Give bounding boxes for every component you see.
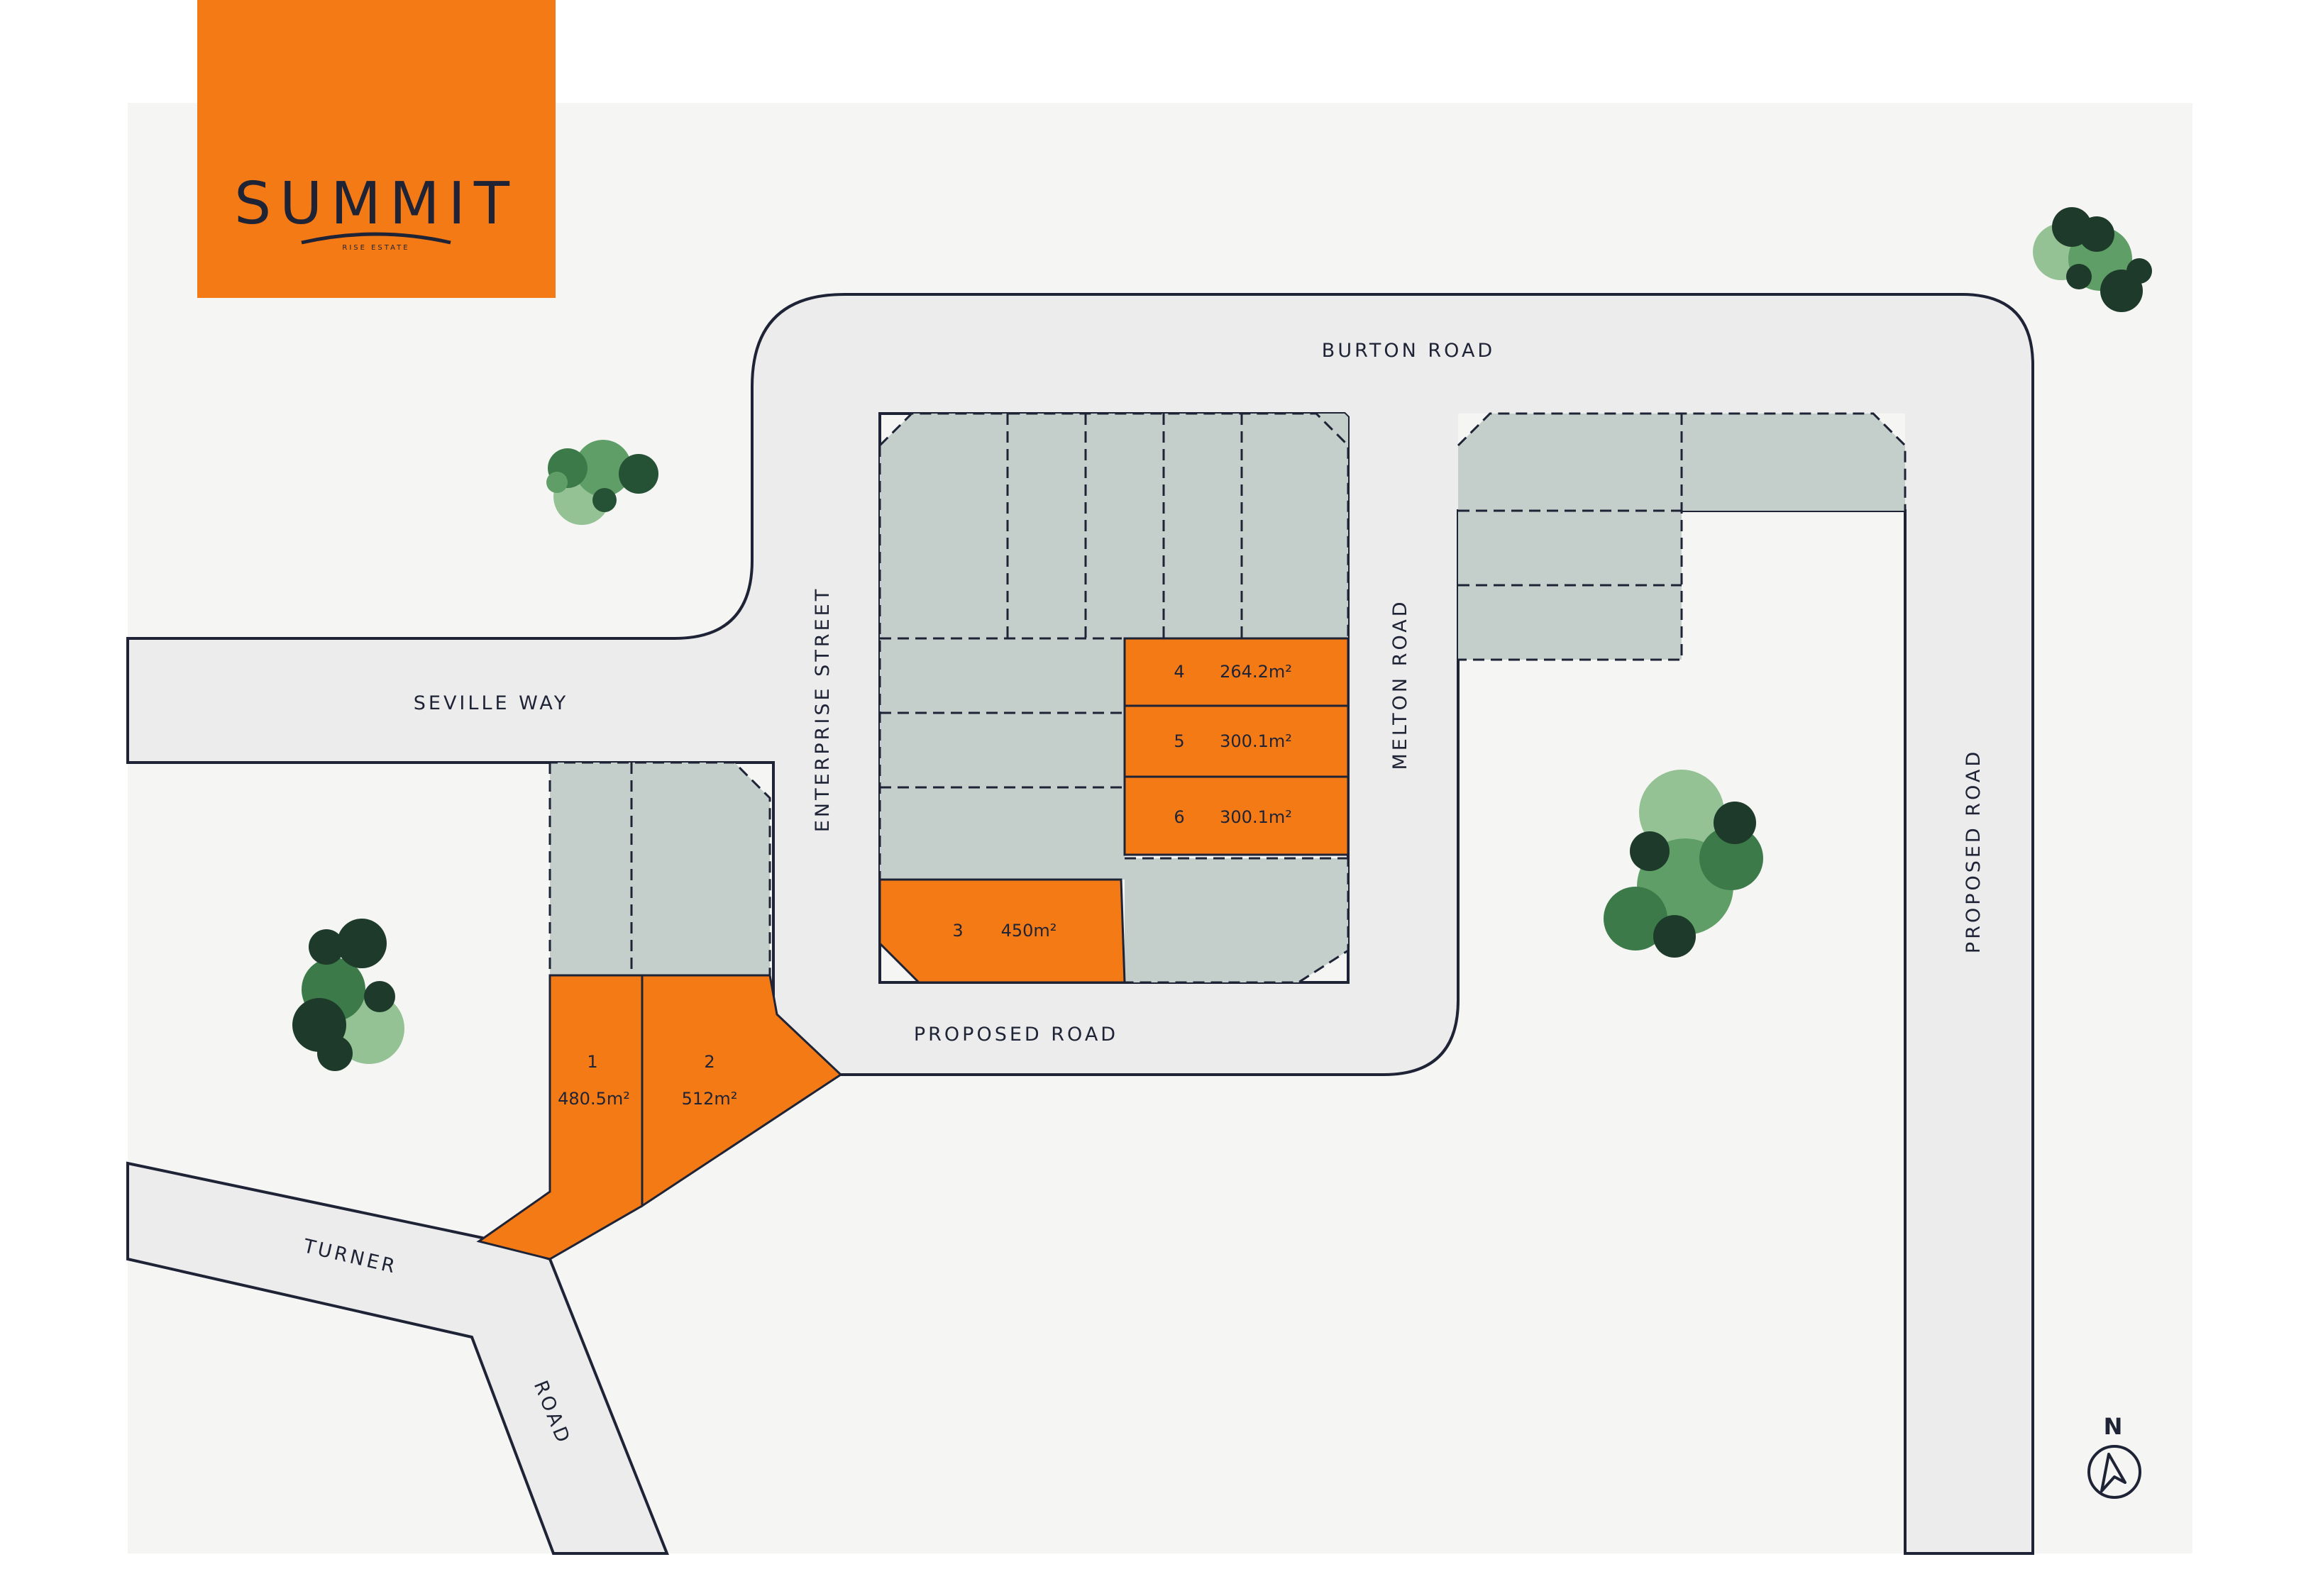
svg-text:2: 2 (704, 1052, 715, 1072)
lot-3-label: 3 450m² (952, 921, 1057, 941)
logo-tagline: RISE ESTATE (342, 244, 409, 252)
svg-text:512m²: 512m² (682, 1089, 738, 1109)
logo-wordmark: SUMMIT (234, 170, 518, 238)
svg-text:300.1m²: 300.1m² (1220, 807, 1292, 827)
tree-cluster-north (546, 440, 658, 525)
lot-6-label: 6 300.1m² (1174, 807, 1292, 827)
lot-3-shape (878, 878, 1126, 984)
tree-cluster-west (292, 919, 404, 1071)
label-enterprise-street: ENTERPRISE STREET (812, 587, 834, 832)
svg-text:4: 4 (1174, 662, 1184, 682)
svg-text:3: 3 (952, 921, 963, 941)
summit-logo: SUMMIT RISE ESTATE (197, 0, 556, 298)
svg-text:1: 1 (587, 1052, 597, 1072)
svg-text:5: 5 (1174, 731, 1184, 751)
label-proposed-road-east: PROPOSED ROAD (1963, 749, 1985, 953)
lot-4-shape (1123, 637, 1350, 707)
tree-cluster-northeast (2033, 207, 2152, 312)
lot-1-label: 1 480.5m² (558, 1052, 630, 1109)
label-proposed-road-south: PROPOSED ROAD (914, 1024, 1118, 1046)
lot-2-shape (641, 974, 843, 1208)
label-melton-road: MELTON ROAD (1389, 599, 1411, 770)
svg-text:480.5m²: 480.5m² (558, 1089, 630, 1109)
lot-2-label: 2 512m² (682, 1052, 738, 1109)
label-seville-way: SEVILLE WAY (414, 692, 568, 714)
label-burton-road: BURTON ROAD (1322, 340, 1495, 362)
lot-4-label: 4 264.2m² (1174, 662, 1292, 682)
grey-lots (550, 414, 1905, 982)
compass-label: N (2104, 1413, 2123, 1440)
lot-boundaries (298, 412, 1907, 984)
lot-6-shape (1123, 775, 1350, 856)
available-lots (476, 637, 1350, 1260)
svg-text:450m²: 450m² (1001, 921, 1057, 941)
svg-text:6: 6 (1174, 807, 1184, 827)
north-arrow-icon: N (2087, 1413, 2141, 1499)
svg-text:264.2m²: 264.2m² (1220, 662, 1292, 682)
tree-cluster-east (1604, 770, 1763, 958)
svg-text:300.1m²: 300.1m² (1220, 731, 1292, 751)
lot-5-label: 5 300.1m² (1174, 731, 1292, 751)
